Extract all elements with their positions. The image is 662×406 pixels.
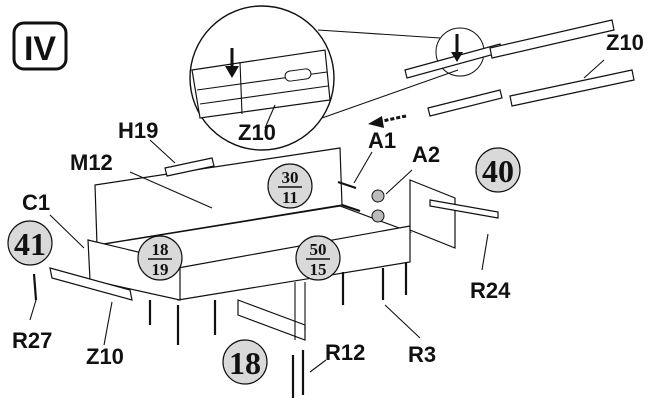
badge-30-11-top: 30 xyxy=(282,168,299,187)
support-leg xyxy=(237,299,306,341)
badge-41-text: 41 xyxy=(14,226,46,262)
badge-41: 41 xyxy=(7,220,53,266)
r12-label: R12 xyxy=(325,340,365,365)
screws-r3 xyxy=(148,262,421,345)
step-label: IV xyxy=(24,30,56,68)
cam-locks-a2 xyxy=(371,169,413,223)
screws-r12 xyxy=(291,350,327,398)
badge-30-11-bottom: 11 xyxy=(282,188,298,207)
step-badge: IV xyxy=(12,21,68,71)
r27-label: R27 xyxy=(12,328,52,353)
z10-bottom-label: Z10 xyxy=(86,344,124,369)
badge-30-11: 30 11 xyxy=(267,163,313,209)
r3-label: R3 xyxy=(408,342,436,367)
badge-40-text: 40 xyxy=(482,153,514,189)
badge-18-19-bottom: 19 xyxy=(152,260,169,279)
m12-label: M12 xyxy=(70,150,113,175)
badge-50-15-bottom: 15 xyxy=(310,260,327,279)
badge-18-19-top: 18 xyxy=(152,240,169,259)
zoom-detail: Z10 xyxy=(189,5,335,151)
badge-50-15: 50 15 xyxy=(295,235,341,281)
dowels-a1 xyxy=(337,151,373,213)
z10-top-label: Z10 xyxy=(606,30,644,55)
right-side-panel xyxy=(409,179,456,249)
left-side-rail xyxy=(49,267,133,301)
r24-label: R24 xyxy=(470,278,511,303)
badge-18-text: 18 xyxy=(229,345,261,381)
h19-label: H19 xyxy=(118,118,158,143)
badge-18-19: 18 19 xyxy=(137,235,183,281)
drawer-rails-top: Z10 xyxy=(404,19,644,117)
direction-arrow xyxy=(377,114,407,124)
c1-label: C1 xyxy=(22,190,50,215)
badge-50-15-top: 50 xyxy=(310,240,327,259)
badge-18: 18 xyxy=(222,339,268,385)
handle-h19 xyxy=(164,157,215,177)
a1-label: A1 xyxy=(368,128,396,153)
badge-40: 40 xyxy=(475,147,521,193)
a2-label: A2 xyxy=(412,142,440,167)
right-side-rail xyxy=(429,199,499,219)
z10-zoom-label: Z10 xyxy=(238,120,276,145)
